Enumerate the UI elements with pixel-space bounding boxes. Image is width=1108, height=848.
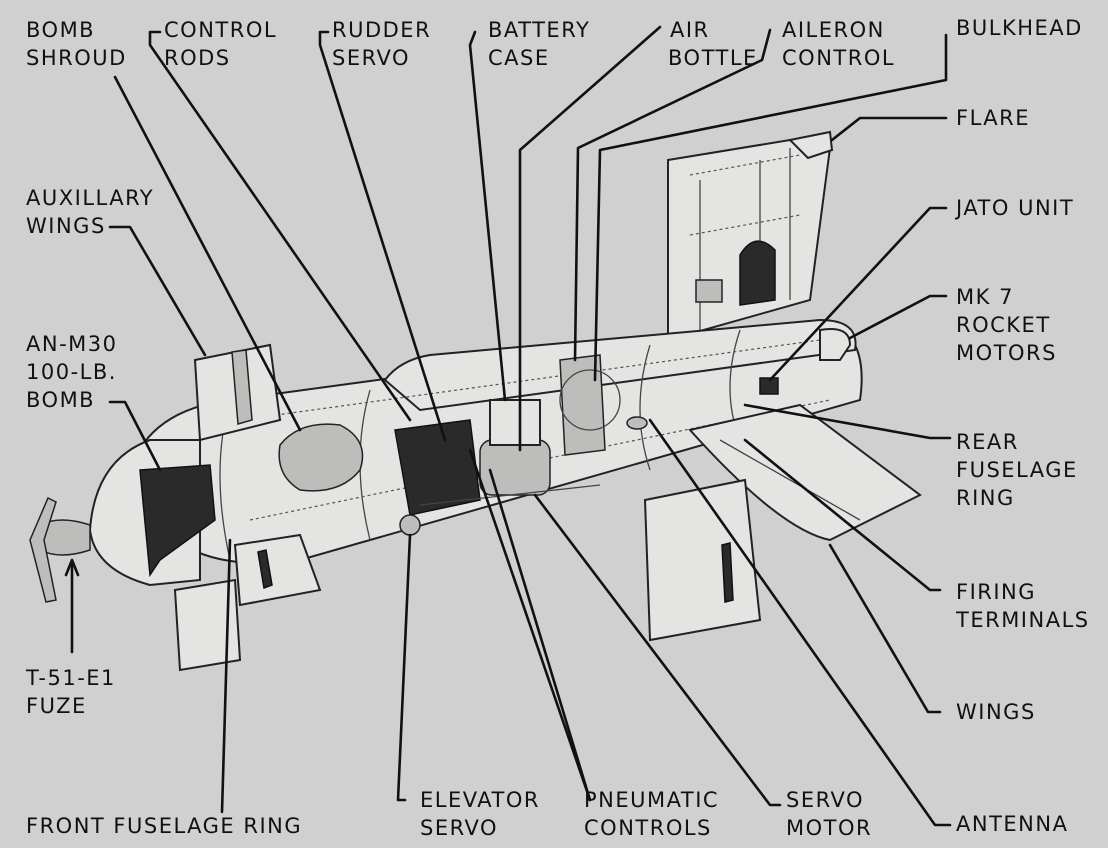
nose — [29, 439, 216, 603]
bomb-cutout — [278, 423, 364, 492]
front-lower-fins — [173, 533, 322, 672]
antenna-label: ANTENNA — [956, 812, 1069, 836]
rocket-motor — [626, 328, 852, 430]
auxiliary-wing — [193, 343, 282, 442]
flare-label: FLARE — [956, 106, 1030, 130]
internal-mechanism — [394, 354, 621, 536]
leader-lines — [64, 25, 952, 827]
jato-unit-label: JATO UNIT — [956, 196, 1075, 220]
upper-right-wing — [667, 130, 834, 342]
lower-right-wing — [643, 403, 922, 642]
front-fuselage-ring-label: FRONT FUSELAGE RING — [26, 814, 303, 838]
bulkhead-label: BULKHEAD — [956, 16, 1083, 40]
wings-label: WINGS — [956, 700, 1036, 724]
